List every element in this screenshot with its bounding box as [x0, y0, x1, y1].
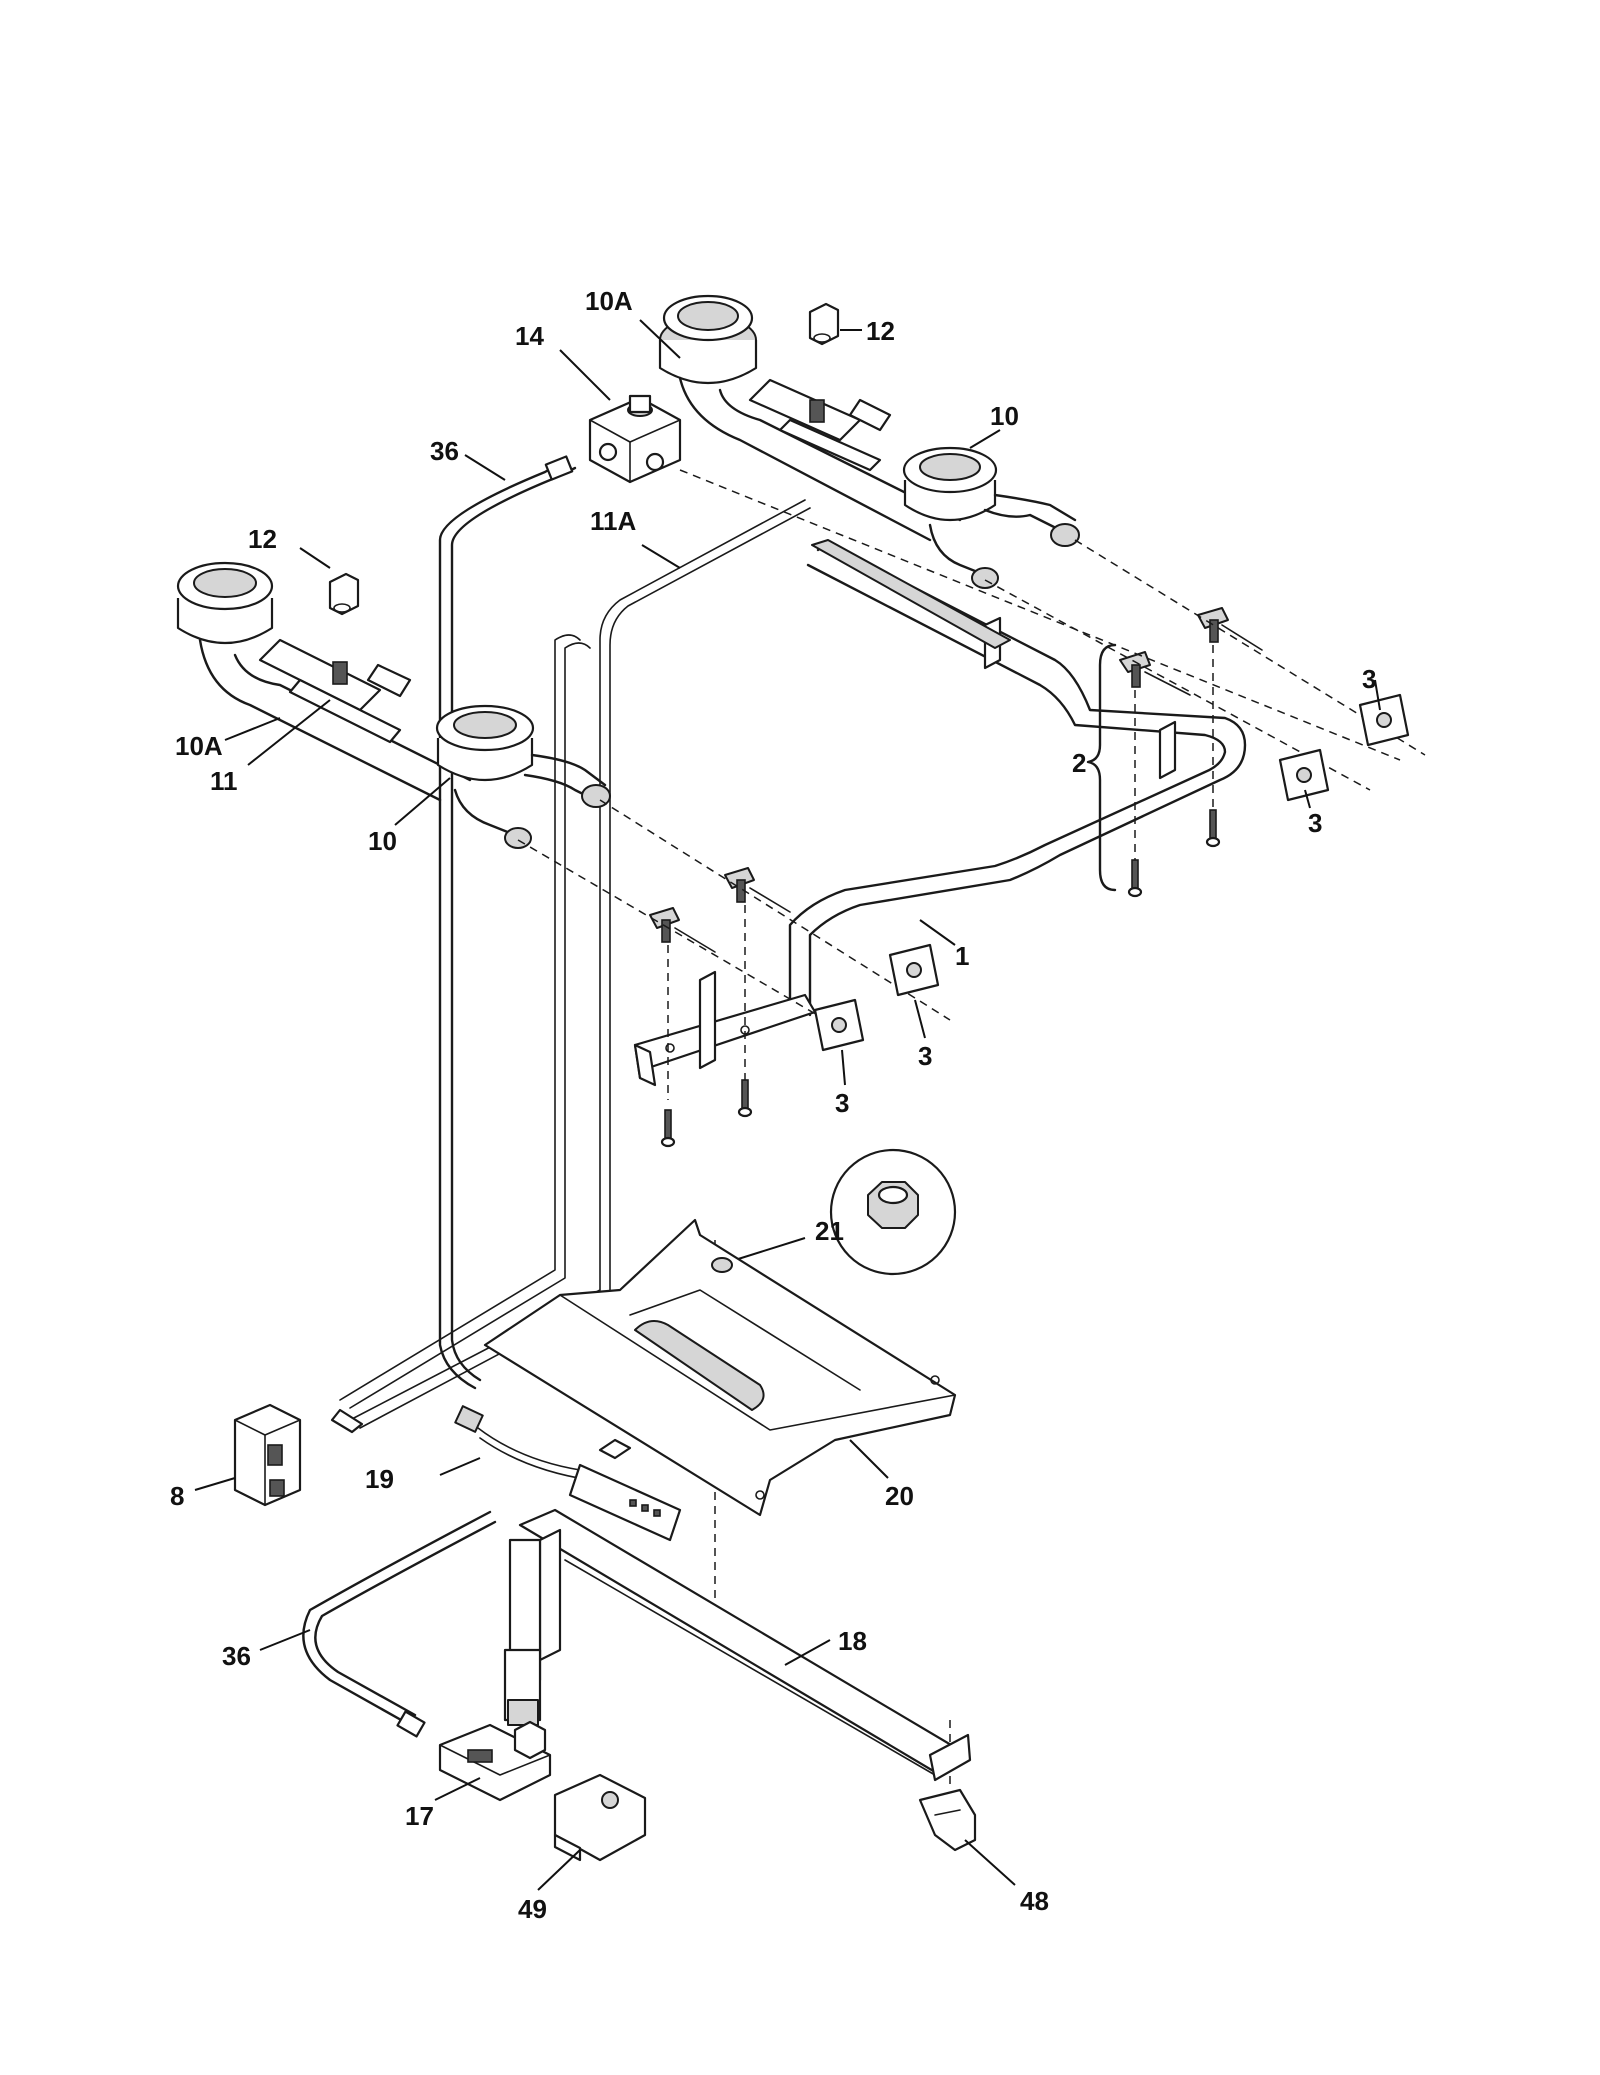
ignitor-bracket-front [258, 638, 412, 744]
brace-2 [1086, 643, 1117, 892]
label-36-bottom: 36 [222, 1641, 251, 1671]
rear-burner-assembly [658, 294, 1080, 589]
label-11: 11 [210, 766, 238, 796]
orifice-rear-1 [1197, 607, 1263, 651]
label-12-top: 12 [866, 316, 895, 346]
label-19: 19 [365, 1464, 394, 1494]
screw-rear-1 [1205, 809, 1221, 848]
plate-3-rear-mid [1278, 748, 1330, 802]
orifice-front-1 [724, 867, 791, 913]
burner-10-rear [902, 446, 1080, 589]
rear-tube [811, 539, 1011, 649]
label-17: 17 [405, 1801, 434, 1831]
leader-lines [194, 319, 1381, 1891]
clip-12-front [328, 572, 360, 616]
oven-burner-18 [503, 1508, 972, 1782]
label-1: 1 [955, 941, 969, 971]
manifold-1 [633, 544, 1247, 1087]
label-10a-left: 10A [175, 731, 223, 761]
plate-3-rear-top [1358, 693, 1410, 747]
label-21: 21 [815, 1216, 844, 1246]
burner-10a-front [176, 561, 472, 802]
regulator-17 [438, 1720, 552, 1802]
orifice-front-2 [649, 907, 716, 953]
label-10-left: 10 [368, 826, 397, 856]
bracket-49 [553, 1773, 647, 1862]
clip-12-rear [808, 302, 840, 346]
ignitor-bracket-rear [748, 378, 892, 472]
screw-front-1 [737, 1079, 753, 1118]
part-labels: 10A 14 12 10 36 11A 12 3 10A 11 2 3 10 1… [170, 286, 1376, 1924]
label-49: 49 [518, 1894, 547, 1924]
nut-21-callout [734, 1148, 957, 1276]
bracket-48 [918, 1788, 977, 1852]
screws [660, 809, 1221, 1148]
label-8: 8 [170, 1481, 184, 1511]
label-36-top: 36 [430, 436, 459, 466]
wire-harness-19 [454, 1405, 682, 1542]
orifices [649, 607, 1263, 953]
label-20: 20 [885, 1481, 914, 1511]
burner-10a-rear [658, 294, 962, 542]
screw-front-2 [660, 1109, 676, 1148]
orifice-rear-2 [1119, 651, 1191, 696]
plate-3-front-left [813, 998, 865, 1052]
label-2: 2 [1072, 748, 1086, 778]
label-10-top: 10 [990, 401, 1019, 431]
tube-11a [330, 499, 811, 1434]
label-3-front-right: 3 [918, 1041, 932, 1071]
plate-3-front-right [888, 943, 940, 997]
gas-line-36-bottom [302, 1510, 497, 1738]
label-3-front-left: 3 [835, 1088, 849, 1118]
burner-10-front [435, 704, 611, 849]
valve-14 [588, 394, 682, 484]
label-12-left: 12 [248, 524, 277, 554]
label-14: 14 [515, 321, 544, 351]
front-burner-assembly [176, 561, 611, 849]
label-3-right-mid: 3 [1308, 808, 1322, 838]
screw-rear-2 [1127, 859, 1143, 898]
label-11a: 11A [590, 506, 636, 536]
label-48: 48 [1020, 1886, 1049, 1916]
label-3-right-top: 3 [1362, 664, 1376, 694]
plates-3 [813, 693, 1410, 1052]
ignitor-8 [233, 1403, 302, 1507]
label-10a-top: 10A [585, 286, 633, 316]
label-18: 18 [838, 1626, 867, 1656]
gas-line-36-top [438, 455, 577, 1390]
terminal-dots [629, 1499, 661, 1517]
heat-shield-20 [483, 1218, 957, 1517]
